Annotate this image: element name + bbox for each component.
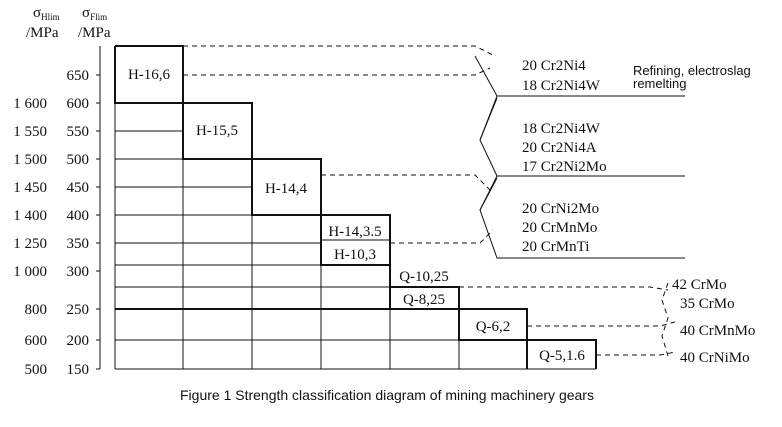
grade-label: H-14,3.5: [328, 224, 381, 240]
grade-box-h15: [182, 103, 252, 160]
grade-box-h16: [114, 46, 183, 104]
group-bracket-dashed: [661, 282, 669, 357]
hlim-tick-labels: 1 600 1 550 1 500 1 450 1 400 1 250 1 00…: [13, 96, 47, 378]
material-label: 20 CrMnTi: [522, 239, 589, 255]
hlim-tick-label: 500: [25, 362, 48, 378]
flim-tick-label: 300: [67, 264, 90, 280]
grade-label: Q-6,2: [476, 319, 511, 335]
flim-axis-header: σFlim: [82, 5, 107, 22]
hlim-tick-label: 1 550: [13, 124, 47, 140]
material-group-4: 42 CrMo 35 CrMo 40 CrMnMo 40 CrNiMo: [672, 277, 755, 366]
material-label: 18 Cr2Ni4W: [522, 121, 601, 137]
grid-lines: [114, 103, 597, 370]
flim-tick-label: 450: [67, 180, 90, 196]
material-label: 42 CrMo: [672, 277, 727, 293]
hlim-tick-label: 1 450: [13, 180, 47, 196]
flim-tick-label: 650: [67, 68, 90, 84]
material-label: 20 Cr2Ni4: [522, 58, 586, 74]
material-label: 40 CrNiMo: [680, 350, 750, 366]
grade-box-h14: [251, 159, 321, 216]
process-note-line1: Refining, electroslag: [633, 63, 751, 78]
grade-label: H-15,5: [196, 123, 238, 139]
material-label: 35 CrMo: [680, 296, 735, 312]
hlim-tick-label: 800: [25, 302, 48, 318]
flim-tick-label: 250: [67, 302, 90, 318]
material-label: 40 CrMnMo: [680, 323, 755, 339]
flim-tick-label: 500: [67, 152, 90, 168]
grade-box-q6: [458, 309, 527, 341]
flim-axis-unit: /MPa: [78, 25, 111, 41]
axis-tick-marks: [96, 74, 100, 370]
flim-tick-label: 150: [67, 362, 90, 378]
hlim-tick-label: 1 250: [13, 236, 47, 252]
material-group-2: 18 Cr2Ni4W 20 Cr2Ni4A 17 Cr2Ni2Mo: [522, 121, 607, 175]
staircase-outline: [115, 45, 597, 369]
material-label: 18 Cr2Ni4W: [522, 78, 601, 94]
material-label: 20 CrMnMo: [522, 220, 597, 236]
hlim-axis-header: σHlim: [33, 5, 60, 22]
hlim-tick-label: 1 400: [13, 208, 47, 224]
grade-label: Q-5,1.6: [539, 348, 585, 364]
hlim-axis-unit: /MPa: [26, 25, 59, 41]
hlim-tick-label: 1 600: [13, 96, 47, 112]
flim-tick-label: 400: [67, 208, 90, 224]
hlim-tick-label: 600: [25, 333, 48, 349]
flim-tick-label: 350: [67, 236, 90, 252]
flim-tick-label: 550: [67, 124, 90, 140]
material-group-3: 20 CrNi2Mo 20 CrMnMo 20 CrMnTi: [522, 201, 599, 255]
hlim-tick-label: 1 000: [13, 264, 47, 280]
flim-tick-label: 600: [67, 96, 90, 112]
material-label: 20 CrNi2Mo: [522, 201, 599, 217]
grade-label: Q-8,25: [403, 292, 445, 308]
hlim-tick-label: 1 500: [13, 152, 47, 168]
grade-label: Q-10,25: [399, 269, 449, 285]
grade-label: H-14,4: [265, 181, 308, 197]
material-group-1: 20 Cr2Ni4 18 Cr2Ni4W: [522, 58, 601, 94]
grade-label: H-16,6: [128, 67, 171, 83]
flim-tick-labels: 650 600 550 500 450 400 350 300 250 200 …: [67, 68, 90, 378]
group-brackets: [474, 55, 685, 259]
figure-caption: Figure 1 Strength classification diagram…: [180, 387, 594, 403]
grade-label: H-10,3: [334, 247, 376, 263]
material-label: 20 Cr2Ni4A: [522, 140, 597, 156]
grade-box-h14-h10: [320, 215, 390, 266]
process-note-line2: remelting: [633, 76, 686, 91]
material-label: 17 Cr2Ni2Mo: [522, 159, 607, 175]
flim-tick-label: 200: [67, 333, 90, 349]
